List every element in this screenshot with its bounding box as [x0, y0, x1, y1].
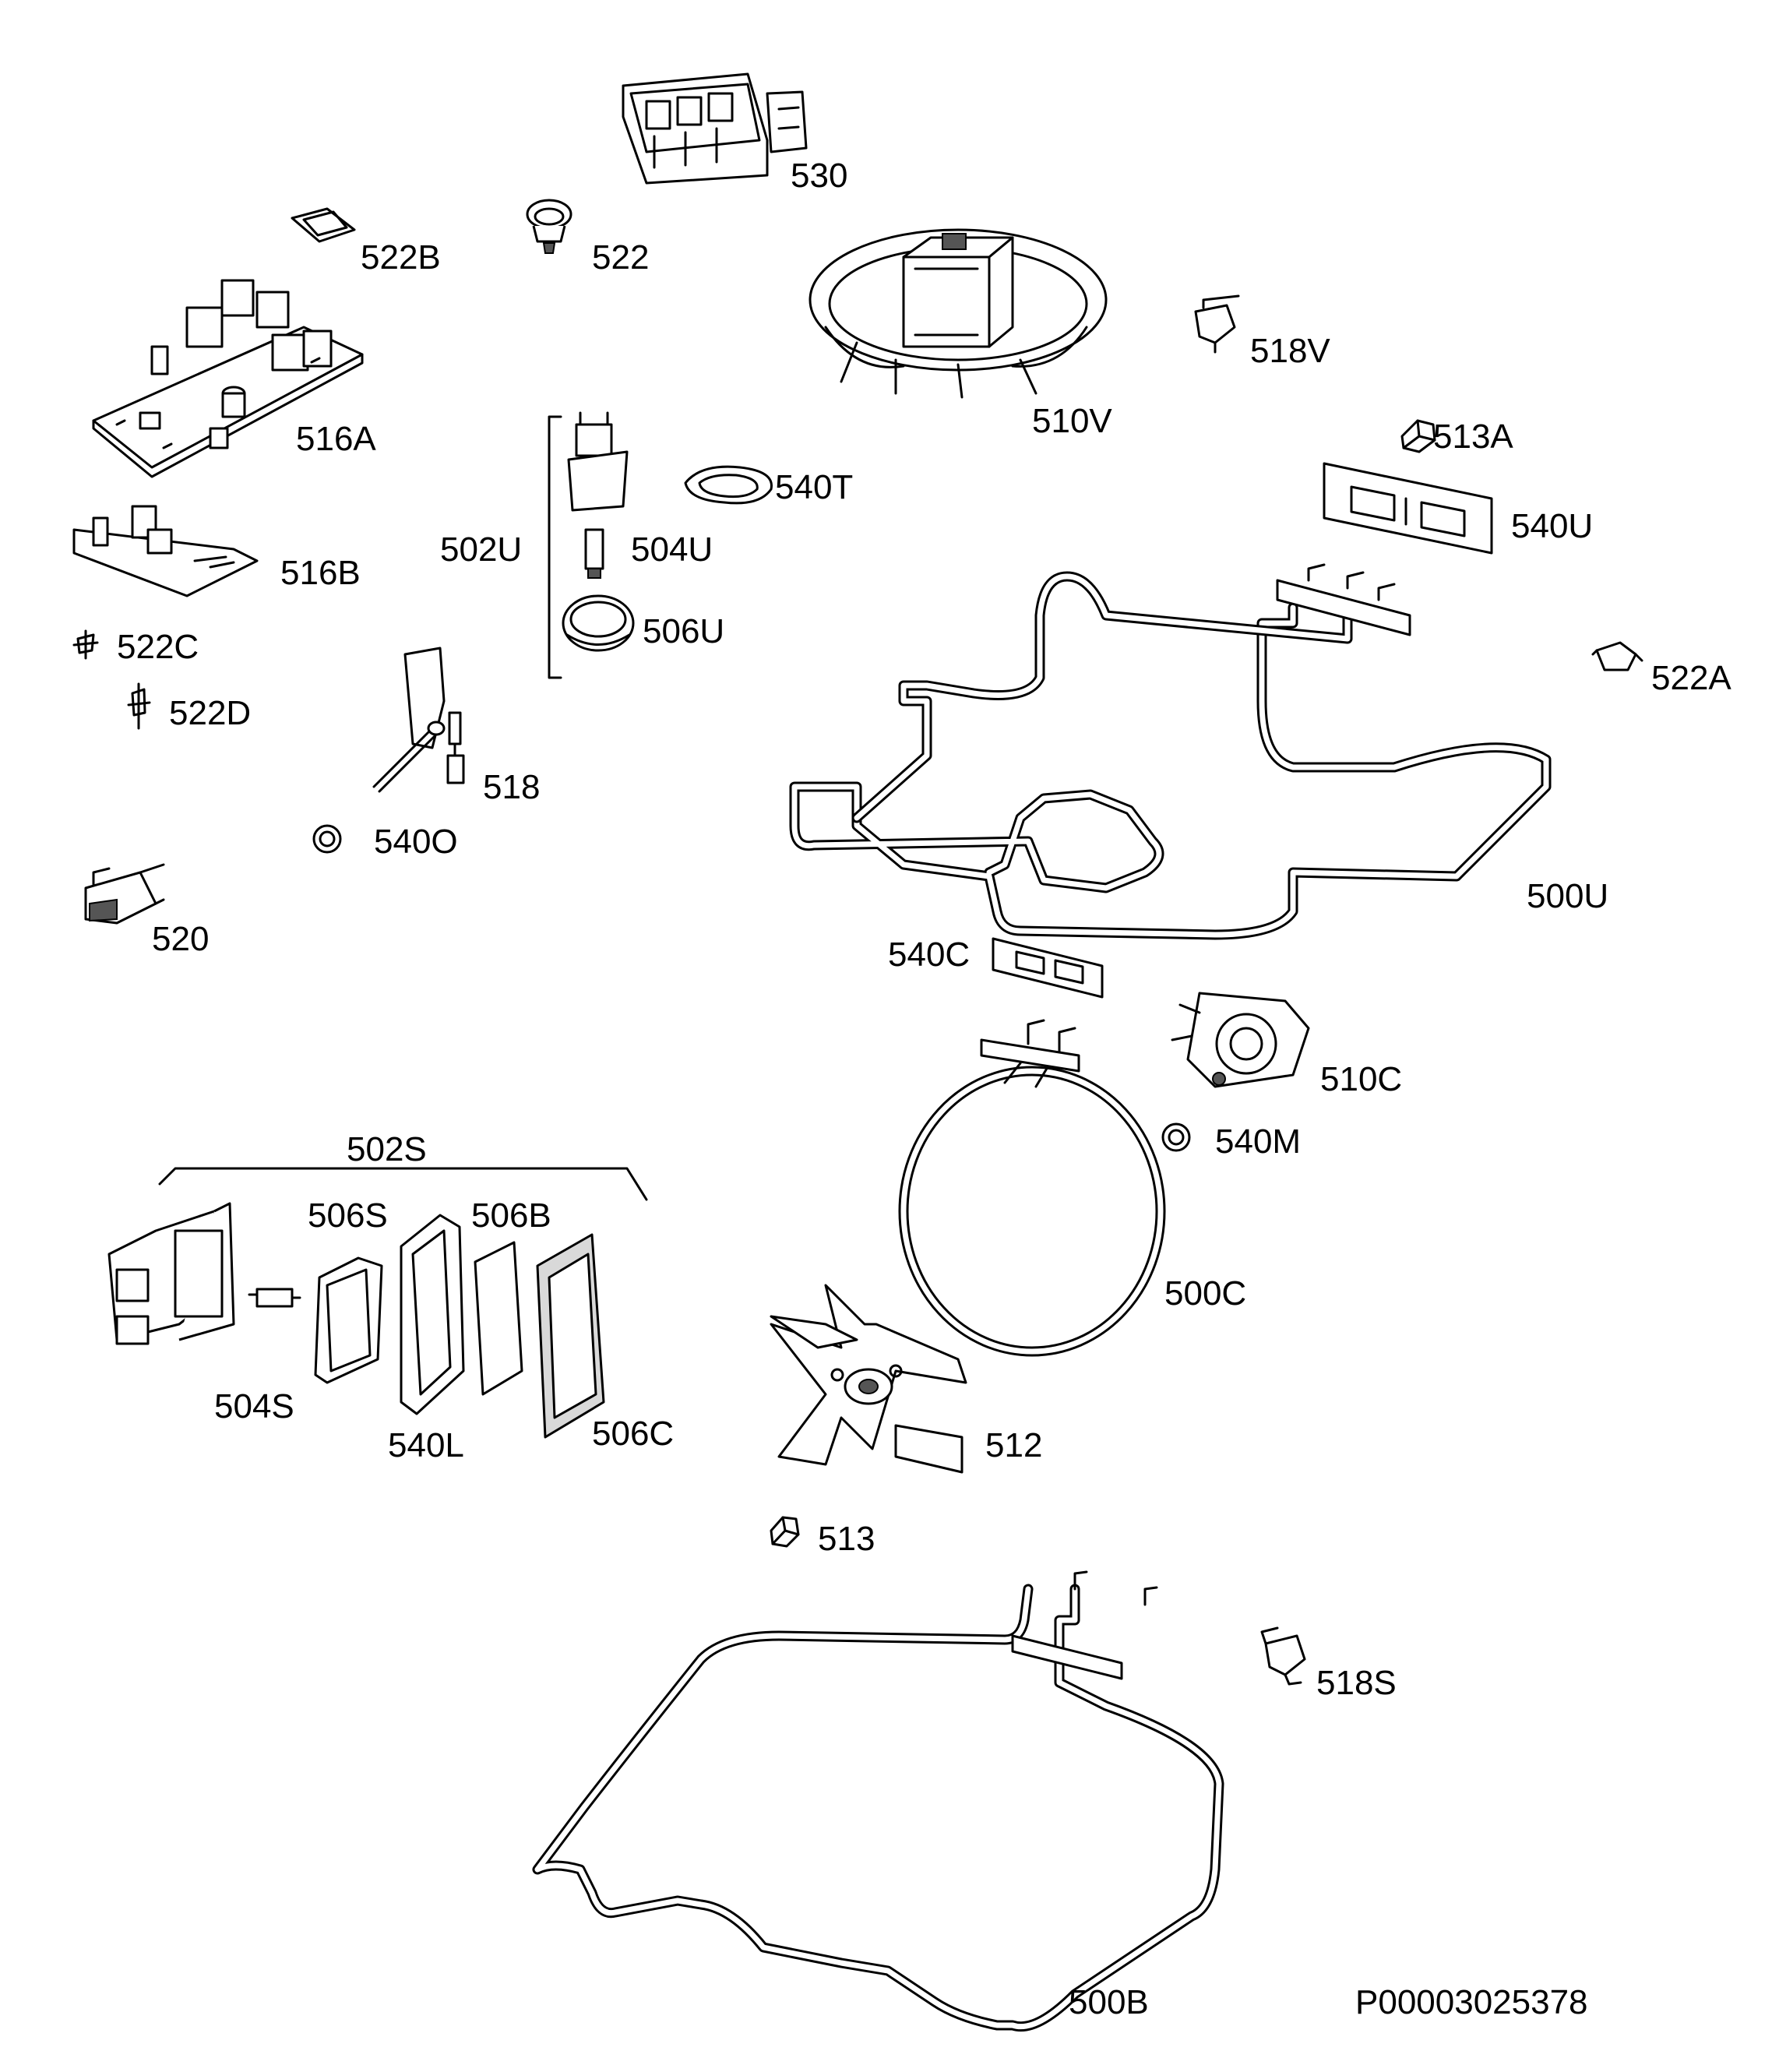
part-520-switch[interactable]	[84, 863, 165, 925]
part-506C-frame[interactable]	[536, 1233, 605, 1439]
label-540U: 540U	[1511, 507, 1593, 545]
part-518V-thermostat[interactable]	[1194, 294, 1240, 354]
part-506S-cover[interactable]	[314, 1256, 383, 1384]
part-502U-lamp-holder[interactable]	[567, 411, 629, 512]
label-512: 512	[985, 1426, 1042, 1464]
part-506U-lamp-cover[interactable]	[562, 594, 635, 652]
part-540L-gasket[interactable]	[400, 1214, 465, 1415]
label-500U: 500U	[1527, 877, 1608, 915]
label-500C: 500C	[1164, 1274, 1246, 1313]
label-504S: 504S	[214, 1387, 294, 1425]
label-522D: 522D	[169, 694, 251, 732]
part-510C-motor[interactable]	[1171, 992, 1310, 1088]
label-530: 530	[791, 157, 847, 195]
label-506S: 506S	[308, 1196, 388, 1235]
label-513: 513	[818, 1520, 875, 1558]
part-513A-nut[interactable]	[1400, 419, 1436, 453]
label-540M: 540M	[1215, 1122, 1301, 1161]
label-520: 520	[152, 920, 209, 958]
part-513-nut[interactable]	[770, 1516, 800, 1548]
label-540T: 540T	[775, 468, 853, 506]
label-504U: 504U	[631, 530, 713, 569]
part-518S-thermostat[interactable]	[1260, 1626, 1306, 1686]
label-522B: 522B	[361, 238, 441, 277]
label-518S: 518S	[1316, 1664, 1397, 1702]
label-510C: 510C	[1320, 1060, 1402, 1098]
part-522-clip[interactable]	[526, 199, 572, 254]
part-540U-plate[interactable]	[1323, 462, 1493, 555]
part-502U-bracket	[548, 415, 562, 679]
part-522D-clip[interactable]	[127, 682, 151, 730]
part-510V-fan-motor[interactable]	[808, 228, 1108, 399]
label-513A: 513A	[1433, 418, 1513, 456]
label-540O: 540O	[374, 823, 458, 861]
label-502S: 502S	[347, 1130, 427, 1168]
part-530-terminal-block[interactable]	[622, 72, 808, 185]
part-504S-bulb[interactable]	[248, 1288, 301, 1308]
part-504U-bulb[interactable]	[584, 528, 604, 579]
part-522C-clip[interactable]	[72, 629, 99, 660]
part-540C-plate[interactable]	[992, 937, 1104, 999]
part-540M-grommet[interactable]	[1161, 1122, 1191, 1152]
label-522A: 522A	[1651, 659, 1731, 697]
label-518V: 518V	[1250, 332, 1330, 370]
part-516A-control-board[interactable]	[92, 279, 364, 478]
label-540C: 540C	[888, 936, 970, 974]
part-518-sensor-probe[interactable]	[372, 647, 465, 793]
label-540L: 540L	[388, 1426, 464, 1464]
part-500B-bottom-element[interactable]	[532, 1570, 1224, 2032]
part-500C-ring-element[interactable]	[898, 1019, 1166, 1357]
label-506C: 506C	[592, 1415, 674, 1453]
label-500B: 500B	[1069, 1983, 1149, 2021]
part-512-fan-blade[interactable]	[770, 1284, 967, 1474]
part-502S-switch-housing[interactable]	[107, 1202, 235, 1345]
label-522: 522	[592, 238, 649, 277]
label-510V: 510V	[1032, 402, 1112, 440]
part-522B-bracket[interactable]	[291, 207, 356, 243]
label-518: 518	[483, 768, 540, 806]
label-516B: 516B	[280, 554, 361, 592]
part-540O-grommet[interactable]	[312, 824, 342, 854]
label-506U: 506U	[643, 612, 724, 650]
label-516A: 516A	[296, 420, 376, 458]
part-516B-board[interactable]	[72, 505, 259, 597]
part-540T-gasket[interactable]	[684, 465, 773, 505]
label-506B: 506B	[471, 1196, 551, 1235]
part-500U-grill-element[interactable]	[789, 563, 1552, 940]
label-502U: 502U	[440, 530, 522, 569]
part-502S-bracket	[158, 1167, 648, 1201]
label-522C: 522C	[117, 628, 199, 666]
part-522A-bracket[interactable]	[1591, 641, 1643, 671]
drawing-number: P00003025378	[1355, 1983, 1588, 2021]
part-506B-glass[interactable]	[474, 1241, 523, 1396]
